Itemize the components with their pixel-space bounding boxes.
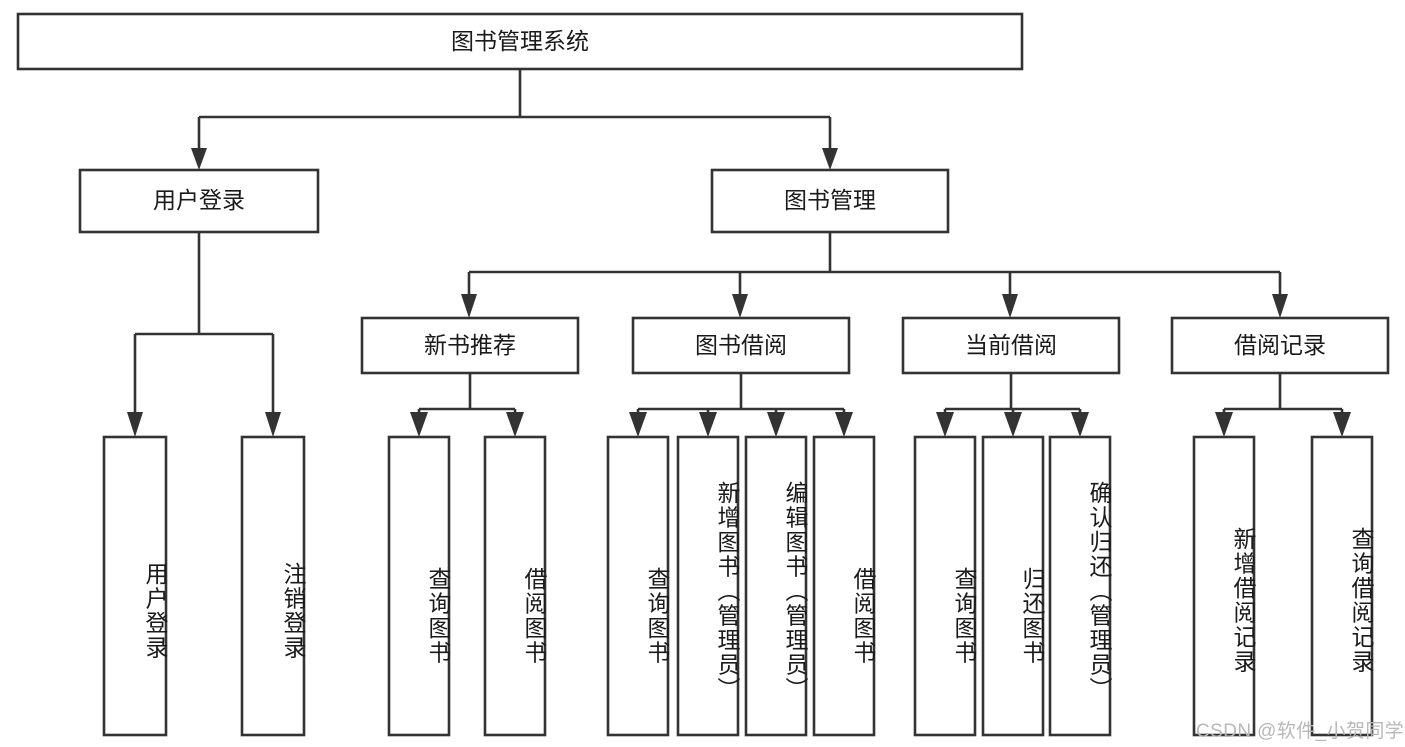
- arrow-head-icon: [732, 294, 748, 318]
- arrow-head-icon: [506, 412, 524, 437]
- arrow-head-icon: [1272, 294, 1288, 318]
- connector-current-borrow-to-leaves: [936, 373, 1089, 437]
- arrow-head-icon: [629, 412, 647, 437]
- connector-root-to-level2: [191, 69, 838, 170]
- node-box-root[interactable]: [16, 12, 1024, 71]
- node-box-current-borrow[interactable]: [901, 316, 1121, 375]
- arrow-head-icon: [1333, 412, 1351, 437]
- node-box-book-management[interactable]: [710, 168, 950, 234]
- node-box-leaf-user-login[interactable]: [102, 435, 168, 737]
- node-box-leaf-return-book[interactable]: [981, 435, 1045, 737]
- arrow-head-icon: [822, 148, 838, 170]
- arrow-head-icon: [265, 412, 281, 437]
- node-box-leaf-query-borrow-record[interactable]: [1310, 435, 1374, 737]
- connector-new-book-recommend-to-leaves: [410, 373, 524, 437]
- node-box-leaf-borrow-book-1[interactable]: [483, 435, 547, 737]
- node-box-leaf-query-book-2[interactable]: [606, 435, 670, 737]
- node-box-leaf-query-book-1[interactable]: [387, 435, 451, 737]
- arrow-head-icon: [1215, 412, 1233, 437]
- node-box-leaf-edit-book[interactable]: [744, 435, 808, 737]
- arrow-head-icon: [1004, 412, 1022, 437]
- connector-user-login-to-leaves: [127, 232, 281, 437]
- connector-book-management-to-level3: [461, 232, 1288, 318]
- arrow-head-icon: [699, 412, 717, 437]
- node-box-leaf-query-book-3[interactable]: [913, 435, 977, 737]
- node-box-user-login[interactable]: [78, 168, 320, 234]
- node-box-leaf-add-book[interactable]: [676, 435, 740, 737]
- arrow-head-icon: [835, 412, 853, 437]
- node-box-leaf-user-logout[interactable]: [240, 435, 306, 737]
- arrow-head-icon: [1071, 412, 1089, 437]
- node-box-book-borrow[interactable]: [631, 316, 851, 375]
- csdn-watermark: CSDN @软件_小贺同学: [1196, 721, 1405, 742]
- node-boxes: [16, 12, 1390, 737]
- node-box-new-book-recommend[interactable]: [360, 316, 580, 375]
- arrow-head-icon: [1002, 294, 1018, 318]
- node-box-borrow-record[interactable]: [1170, 316, 1390, 375]
- arrow-head-icon: [461, 294, 477, 318]
- node-box-leaf-borrow-book-2[interactable]: [812, 435, 876, 737]
- arrow-head-icon: [410, 412, 428, 437]
- arrow-head-icon: [936, 412, 954, 437]
- node-box-leaf-add-borrow-record[interactable]: [1192, 435, 1256, 737]
- arrow-head-icon: [767, 412, 785, 437]
- node-box-leaf-confirm-return[interactable]: [1048, 435, 1112, 737]
- arrow-head-icon: [191, 148, 207, 170]
- arrow-head-icon: [127, 412, 143, 437]
- connector-book-borrow-to-leaves: [629, 373, 853, 437]
- connector-borrow-record-to-leaves: [1215, 373, 1351, 437]
